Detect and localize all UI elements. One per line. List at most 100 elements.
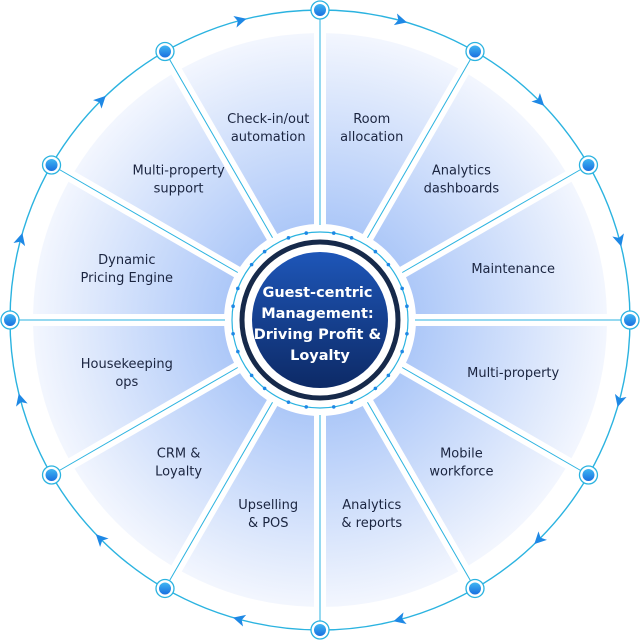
- segment-label: Mobile workforce: [429, 446, 493, 479]
- segment-label-line: workforce: [429, 464, 493, 479]
- segment-label-line: & reports: [341, 516, 402, 531]
- segment-wedge: [325, 405, 459, 607]
- center-title-line: Guest-centric: [262, 285, 372, 301]
- inner-ring-dot: [405, 331, 409, 336]
- inner-ring-dot: [262, 386, 267, 391]
- segment-wedge: [33, 325, 235, 459]
- segment-label: Maintenance: [471, 262, 555, 277]
- inner-ring-dots: [231, 231, 409, 409]
- ring-node: [465, 578, 485, 599]
- inner-ring-dot: [386, 373, 391, 378]
- inner-ring-dot: [405, 304, 409, 309]
- segments-layer: [33, 33, 607, 607]
- segment-label: Upselling& POS: [238, 498, 298, 531]
- ring-node: [620, 310, 640, 330]
- inner-ring-dot: [373, 386, 378, 391]
- inner-ring-dot: [373, 249, 378, 254]
- spoke-line: [363, 395, 476, 589]
- segment-label: Room allocation: [340, 112, 403, 145]
- inner-ring-dot: [236, 286, 240, 291]
- segment-wedge: [405, 181, 607, 315]
- segment-wedge: [181, 405, 315, 607]
- segment-wedge: [325, 33, 459, 235]
- segment-label: Multi-property: [467, 366, 559, 381]
- flow-arrow-icon: [393, 612, 407, 624]
- ring-node: [155, 578, 175, 599]
- inner-ring-dot: [400, 286, 404, 291]
- flow-arrow-icon: [534, 531, 547, 545]
- ring-node: [310, 0, 330, 20]
- center-circle: [252, 252, 388, 388]
- segment-wedge: [74, 373, 267, 566]
- segment-label-line: support: [154, 182, 204, 197]
- inner-ring-dot: [331, 405, 336, 409]
- flow-arrow-icon: [233, 16, 247, 28]
- center-title: Guest-centric Management: Driving Profit…: [254, 285, 387, 364]
- ring-node: [465, 41, 485, 62]
- ring-node: [41, 465, 62, 485]
- segment-wedge: [373, 74, 566, 267]
- segment-label-line: automation: [231, 130, 306, 145]
- flow-arrow-icon: [13, 233, 26, 247]
- segment-label-line: ops: [115, 375, 138, 390]
- segment-label-line: Multi-property: [133, 164, 225, 179]
- segment-label: Analytics& reports: [341, 498, 402, 531]
- segment-wedge: [405, 325, 607, 459]
- segment-label: Check-in/out automation: [227, 112, 309, 145]
- spoke-line: [51, 363, 245, 476]
- center-title-line: Loyalty: [290, 348, 350, 364]
- segment-label-line: Check-in/out: [227, 112, 309, 127]
- segment-wedge: [373, 373, 566, 566]
- ring-node: [0, 310, 20, 330]
- flow-arrow-icon: [233, 614, 247, 627]
- segment-wedge: [33, 181, 235, 315]
- ring-node: [41, 155, 62, 175]
- segment-label-line: Mobile: [440, 446, 483, 461]
- inner-ring-dot: [231, 304, 235, 309]
- segment-label-line: allocation: [340, 130, 403, 145]
- segment-label-line: Upselling: [238, 498, 298, 513]
- spokes-layer: [10, 10, 630, 630]
- flow-arrow-icon: [614, 393, 627, 407]
- center-title-line: Driving Profit &: [254, 327, 382, 343]
- inner-ring-dot: [400, 349, 404, 354]
- inner-ring-dot: [236, 349, 240, 354]
- segment-label: CRM &Loyalty: [155, 446, 202, 479]
- spoke-line: [363, 51, 476, 245]
- inner-ring-dot: [286, 236, 291, 240]
- segment-label-line: Maintenance: [471, 262, 555, 277]
- spoke-line: [395, 164, 589, 277]
- segment-label: Multi-property support: [133, 164, 225, 197]
- segment-label-line: CRM &: [157, 446, 201, 461]
- inner-ring-dot: [249, 373, 254, 378]
- spoke-line: [395, 363, 589, 476]
- center-title-line: Management:: [261, 306, 374, 322]
- spoke-line: [164, 51, 277, 245]
- segment-label-line: Multi-property: [467, 366, 559, 381]
- ring-node: [578, 465, 599, 485]
- segment-wedge: [181, 33, 315, 235]
- flow-arrow-icon: [16, 393, 28, 407]
- inner-dotted-ring: [231, 231, 409, 409]
- segment-label-line: Analytics: [432, 164, 491, 179]
- inner-ring-dot: [262, 249, 267, 254]
- flow-arrow-icon: [393, 13, 407, 26]
- inner-ring-dot: [304, 231, 309, 235]
- segment-label-line: Room: [353, 112, 390, 127]
- segment-label-line: dashboards: [424, 182, 500, 197]
- inner-ring-dot: [304, 405, 309, 409]
- ring-node: [310, 620, 330, 640]
- segment-label-line: Pricing Engine: [81, 271, 174, 286]
- inner-dark-ring: [239, 239, 401, 401]
- spoke-line: [51, 164, 245, 277]
- inner-ring-dot: [231, 331, 235, 336]
- inner-ring-dot: [349, 236, 354, 240]
- inner-ring-dot: [331, 231, 336, 235]
- ring-node: [578, 155, 599, 175]
- inner-ring-dot: [349, 400, 354, 404]
